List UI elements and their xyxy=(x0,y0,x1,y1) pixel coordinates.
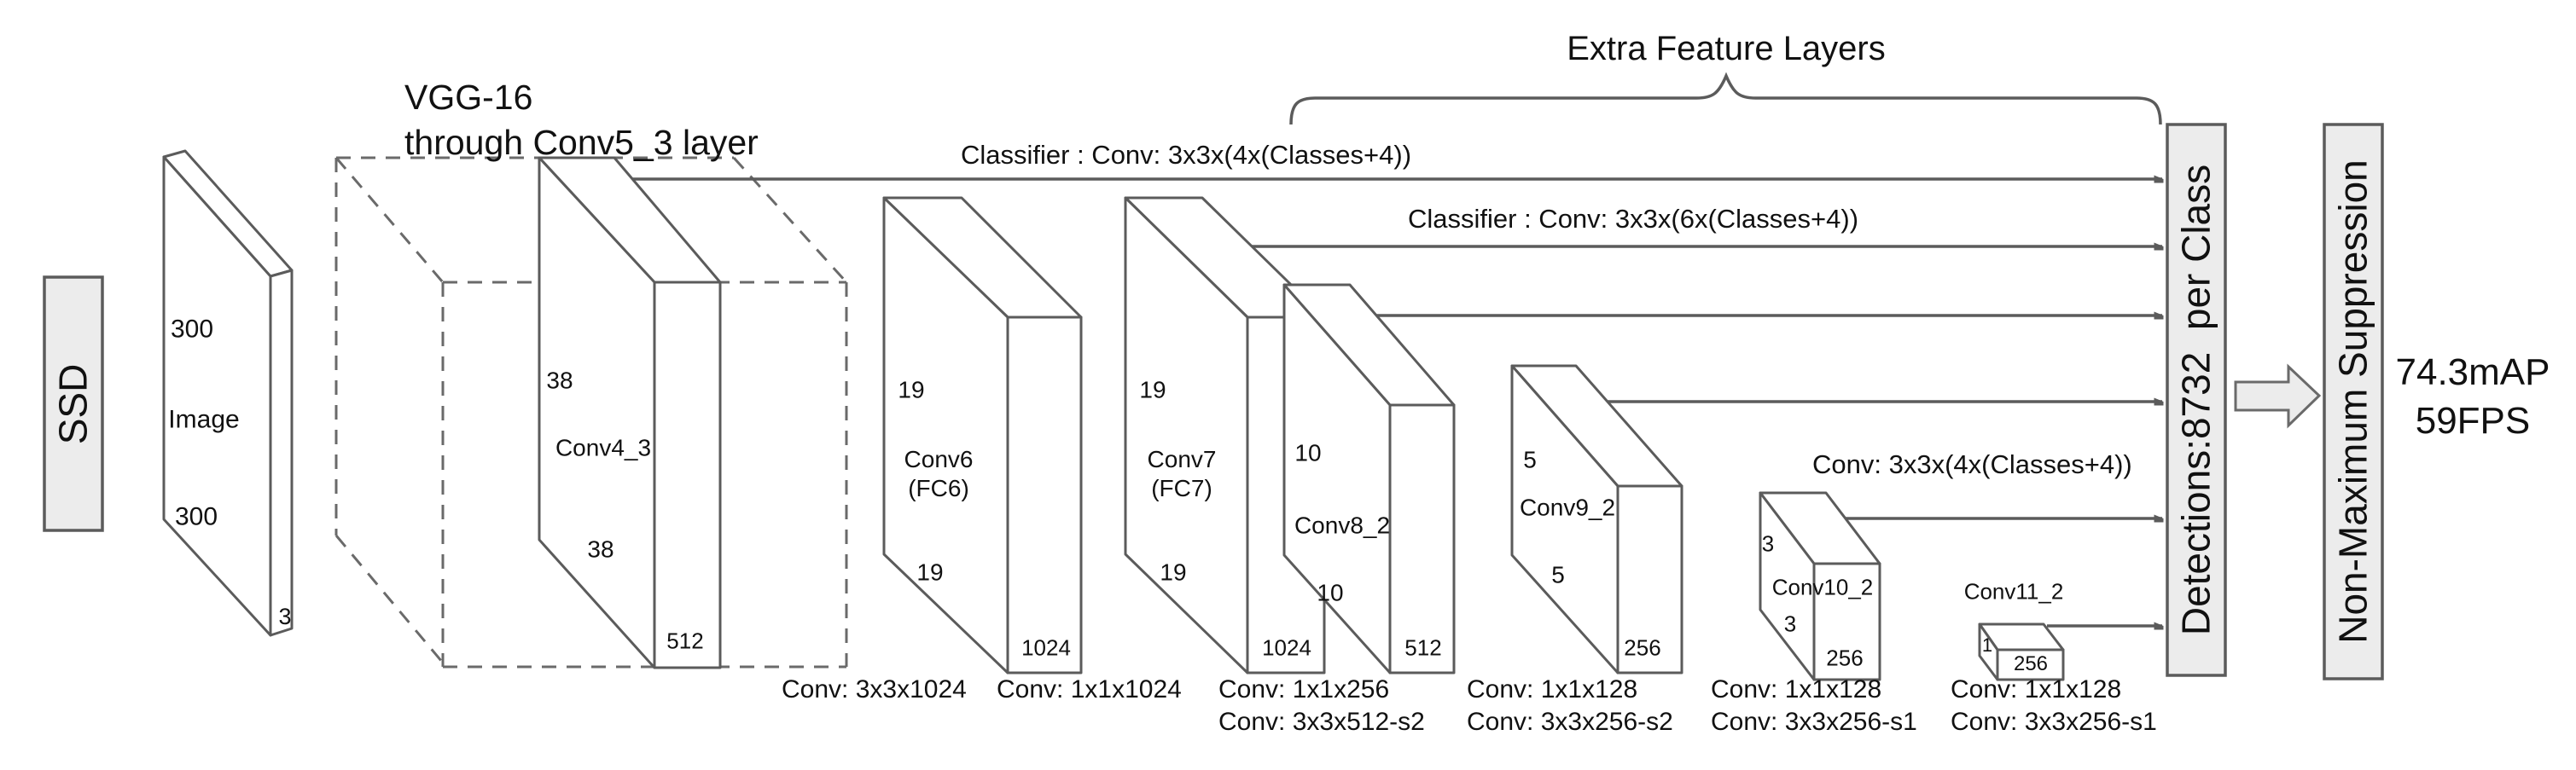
conv11_2-op1: Conv: 1x1x128 xyxy=(1951,675,2122,703)
conv9_2-box xyxy=(1510,364,1683,674)
nms-bar xyxy=(2323,123,2384,680)
conv8_2-channels: 512 xyxy=(1404,634,1442,661)
input-dim-w: 300 xyxy=(174,502,218,531)
detections-bar xyxy=(2166,123,2227,677)
classifier-conv4_3-label: Classifier : Conv: 3x3x(4x(Classes+4)) xyxy=(961,140,1412,170)
conv9_2-dim-h: 5 xyxy=(1523,446,1537,473)
extra-layers-brace xyxy=(1289,72,2162,125)
results-block: 74.3mAP 59FPS xyxy=(2370,348,2575,445)
conv8_2-box xyxy=(1282,283,1456,674)
input-channels: 3 xyxy=(278,604,292,630)
conv7-name-line: Conv7 xyxy=(1147,446,1217,472)
conv6-name-line: Conv6 xyxy=(904,446,974,472)
conv4_3-box xyxy=(538,156,722,669)
nms-label: Non-Maximum Suppression xyxy=(2330,159,2375,644)
conv4_3-channels: 512 xyxy=(666,628,704,654)
detections-label: Detections:8732 per Class xyxy=(2173,164,2218,636)
conv10_2-op2: Conv: 3x3x256-s1 xyxy=(1711,708,1917,736)
conv6-channels: 1024 xyxy=(1021,634,1071,661)
conv10_2-op1: Conv: 1x1x128 xyxy=(1711,675,1882,703)
conv7-channels: 1024 xyxy=(1262,634,1311,661)
conv10_2-name: Conv10_2 xyxy=(1771,574,1874,600)
conv4_3-dim-w: 38 xyxy=(587,536,614,563)
conv11_2-dim-h: 1 xyxy=(1981,634,1993,656)
conv10_2-dim-w: 3 xyxy=(1783,611,1797,637)
conv6-box xyxy=(882,196,1083,674)
conv11_2-op2: Conv: 3x3x256-s1 xyxy=(1951,708,2157,736)
conv6-alias: (FC6) xyxy=(908,475,969,501)
conv9_2-op1: Conv: 1x1x128 xyxy=(1467,675,1638,703)
conv7-op1: Conv: 1x1x1024 xyxy=(997,675,1182,703)
conv7-dim-h: 19 xyxy=(1139,376,1166,403)
extra-feature-layers-title: Extra Feature Layers xyxy=(1567,30,1886,67)
result-map: 74.3mAP xyxy=(2395,351,2550,393)
input-name: Image xyxy=(168,405,240,434)
conv11_2-name: Conv11_2 xyxy=(1963,578,2064,605)
conv7-name: Conv7 (FC7) xyxy=(1148,445,1217,503)
input-image-box xyxy=(162,149,294,637)
conv11_2-box xyxy=(1978,622,2065,681)
conv6-name: Conv6 (FC6) xyxy=(904,445,974,503)
ssd-label-box xyxy=(43,275,104,532)
conv7-alias: (FC7) xyxy=(1151,475,1212,501)
backbone-note-line1: VGG-16 xyxy=(404,78,533,117)
conv10_2-box xyxy=(1759,491,1881,681)
conv10_2-channels: 256 xyxy=(1826,645,1864,671)
input-dim-h: 300 xyxy=(170,315,214,344)
conv4_3-dim-h: 38 xyxy=(546,367,573,394)
classifier-conv7-label: Classifier : Conv: 3x3x(6x(Classes+4)) xyxy=(1408,204,1859,234)
conv9_2-dim-w: 5 xyxy=(1551,561,1565,588)
conv8_2-name: Conv8_2 xyxy=(1294,512,1391,539)
conv6-op1: Conv: 3x3x1024 xyxy=(782,675,967,703)
conv9_2-name: Conv9_2 xyxy=(1519,494,1616,521)
backbone-note: VGG-16 through Conv5_3 layer xyxy=(404,75,759,165)
conv6-dim-h: 19 xyxy=(898,376,925,403)
conv8_2-dim-h: 10 xyxy=(1294,439,1322,466)
conv9_2-op2: Conv: 3x3x256-s2 xyxy=(1467,708,1673,736)
conv8_2-dim-w: 10 xyxy=(1317,579,1344,606)
feature-arrows xyxy=(632,179,2162,626)
result-fps: 59FPS xyxy=(2415,400,2531,442)
conv7-dim-w: 19 xyxy=(1160,559,1187,586)
conv6-dim-w: 19 xyxy=(916,559,944,586)
classifier-conv10_2-label: Conv: 3x3x(4x(Classes+4)) xyxy=(1812,449,2132,479)
backbone-note-line2: through Conv5_3 layer xyxy=(404,123,759,162)
block-arrow xyxy=(2234,363,2322,429)
conv8_2-op1: Conv: 1x1x256 xyxy=(1218,675,1390,703)
conv4_3-name: Conv4_3 xyxy=(555,434,652,461)
ssd-label: SSD xyxy=(50,363,96,445)
conv8_2-op2: Conv: 3x3x512-s2 xyxy=(1218,708,1425,736)
conv10_2-dim-h: 3 xyxy=(1761,530,1775,557)
conv9_2-channels: 256 xyxy=(1624,634,1661,661)
conv11_2-channels: 256 xyxy=(2013,651,2049,675)
